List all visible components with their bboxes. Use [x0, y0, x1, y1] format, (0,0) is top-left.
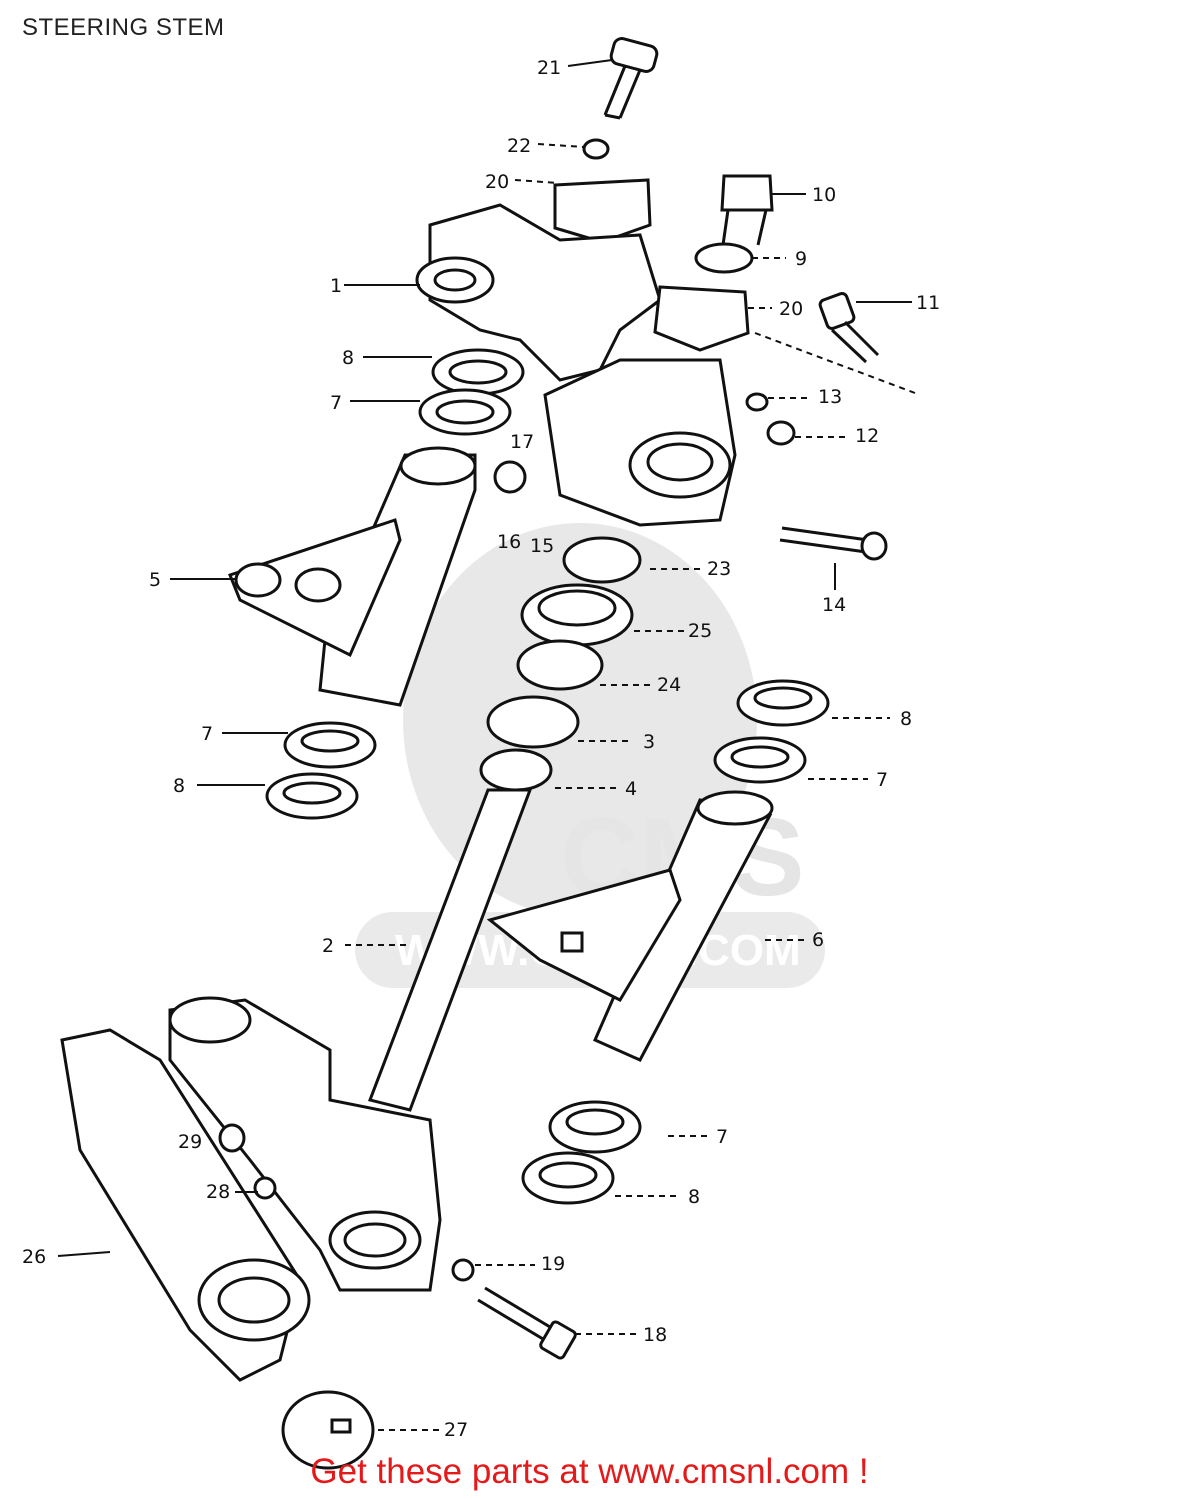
- buy-parts-link[interactable]: Get these parts at www.cmsnl.com !: [310, 1452, 869, 1491]
- washer-28-part: [253, 1176, 277, 1200]
- clamp-cap-20-part: [553, 178, 652, 244]
- washer-13-part: [745, 392, 769, 412]
- part-label: 26: [22, 1246, 46, 1268]
- part-label: 19: [541, 1253, 565, 1275]
- part-label: 10: [812, 184, 836, 206]
- rubber-7-upper-part: [418, 388, 512, 436]
- part-label: 20: [485, 171, 509, 193]
- part-label: 27: [444, 1419, 468, 1441]
- part-label: 8: [342, 347, 354, 369]
- rubber-8-left-part: [265, 772, 359, 820]
- part-label: 8: [688, 1186, 700, 1208]
- cover-26-part: [60, 1028, 311, 1382]
- steering-stem-2-part: [367, 788, 533, 1112]
- bolt-11-part: [818, 292, 880, 364]
- part-label: 17: [510, 431, 534, 453]
- bearing-24-part: [516, 639, 604, 691]
- race-4-part: [479, 748, 553, 792]
- part-label: 23: [707, 558, 731, 580]
- part-label: 8: [173, 775, 185, 797]
- part-label: 7: [716, 1126, 728, 1148]
- rubber-8-lower-part: [521, 1151, 615, 1205]
- nut-12-part: [766, 420, 796, 446]
- rubber-8-right-part: [736, 679, 830, 727]
- part-label: 8: [900, 708, 912, 730]
- part-label: 1: [330, 275, 342, 297]
- part-label: 20: [779, 298, 803, 320]
- ring-17-part: [493, 460, 527, 494]
- race-3-part: [486, 695, 580, 749]
- part-label: 5: [149, 569, 161, 591]
- part-label: 2: [322, 935, 334, 957]
- part-label: 29: [178, 1131, 202, 1153]
- part-label: 4: [625, 778, 637, 800]
- part-label: 9: [795, 248, 807, 270]
- leader-lines: [57, 59, 916, 1431]
- part-label: 24: [657, 674, 681, 696]
- part-labels: 21 22 20 10 9 1 20 11 8 7 13 12 17 16 15…: [22, 57, 940, 1441]
- part-label: 7: [330, 392, 342, 414]
- rubber-7-lower-part: [548, 1100, 642, 1154]
- part-label: 7: [201, 723, 213, 745]
- part-label: 14: [822, 594, 846, 616]
- washer-22-part: [582, 138, 610, 160]
- bolt-18-part: [477, 1286, 577, 1360]
- part-label: 11: [916, 292, 940, 314]
- rubber-7-left-part: [283, 721, 377, 769]
- washer-19-part: [451, 1258, 475, 1282]
- bolt-21-part: [603, 37, 659, 120]
- upper-bracket-1-part: [428, 203, 662, 382]
- nut-29-part: [218, 1123, 246, 1153]
- headlight-bracket-6-part: [486, 790, 774, 1062]
- cover-25-part: [520, 583, 634, 647]
- part-label: 7: [876, 769, 888, 791]
- part-label: 22: [507, 135, 531, 157]
- diagram-title: STEERING STEM: [22, 14, 225, 41]
- rubber-7-right-part: [713, 736, 807, 784]
- part-label: 18: [643, 1324, 667, 1346]
- clamp-cap-20b-part: [653, 285, 750, 352]
- headlight-bracket-5-part: [228, 446, 477, 707]
- part-label: 16: [497, 531, 521, 553]
- part-label: 25: [688, 620, 712, 642]
- part-label: 15: [530, 535, 554, 557]
- part-label: 21: [537, 57, 561, 79]
- bolt-14-part: [779, 526, 888, 561]
- part-label: 12: [855, 425, 879, 447]
- part-label: 28: [206, 1181, 230, 1203]
- part-label: 3: [643, 731, 655, 753]
- bolt-10-part: [720, 174, 774, 246]
- rubber-8-upper-part: [431, 348, 525, 396]
- washer-9-part: [694, 242, 754, 274]
- part-label: 6: [812, 929, 824, 951]
- part-label: 13: [818, 386, 842, 408]
- cap-27-part: [281, 1390, 375, 1470]
- seal-23-part: [562, 536, 642, 584]
